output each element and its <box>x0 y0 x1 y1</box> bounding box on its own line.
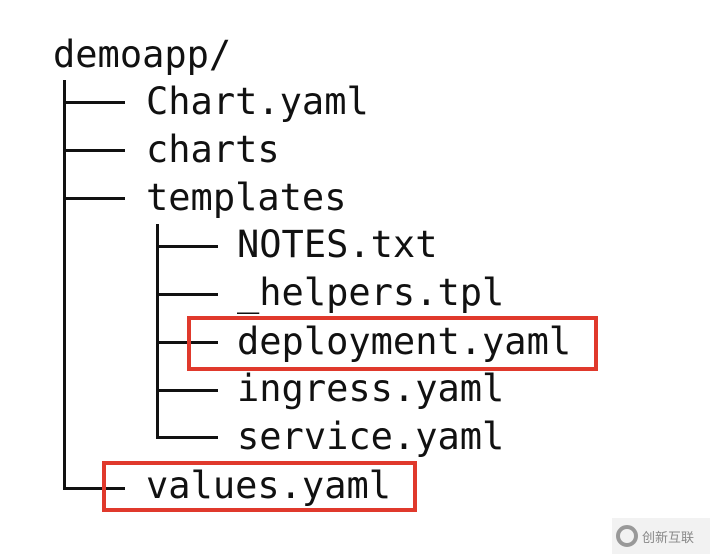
tree-item-templates: templates <box>146 176 347 219</box>
tree-line-root-vertical <box>63 80 66 490</box>
tree-branch <box>63 101 125 104</box>
tree-item-notes-txt: NOTES.txt <box>237 223 438 266</box>
tree-branch <box>156 293 218 296</box>
tree-branch <box>156 436 218 439</box>
tree-branch <box>156 245 218 248</box>
tree-item-charts: charts <box>146 128 280 171</box>
tree-root: demoapp/ <box>53 33 232 76</box>
tree-item-helpers-tpl: _helpers.tpl <box>237 271 505 314</box>
tree-branch <box>63 149 125 152</box>
watermark-logo-icon <box>616 525 638 547</box>
tree-branch <box>156 389 218 392</box>
tree-item-values-yaml: values.yaml <box>146 464 392 507</box>
tree-line-templates-vertical <box>156 224 159 439</box>
highlight-box-deployment <box>187 316 598 371</box>
tree-item-deployment-yaml: deployment.yaml <box>237 320 572 363</box>
watermark-text: 创新互联 <box>642 530 695 546</box>
tree-branch <box>63 197 125 200</box>
tree-branch <box>63 487 125 490</box>
tree-item-chart-yaml: Chart.yaml <box>146 80 369 123</box>
watermark: 创新互联 <box>612 518 710 554</box>
tree-item-ingress-yaml: ingress.yaml <box>237 367 505 410</box>
highlight-box-values <box>102 461 417 512</box>
tree-item-service-yaml: service.yaml <box>237 415 505 458</box>
